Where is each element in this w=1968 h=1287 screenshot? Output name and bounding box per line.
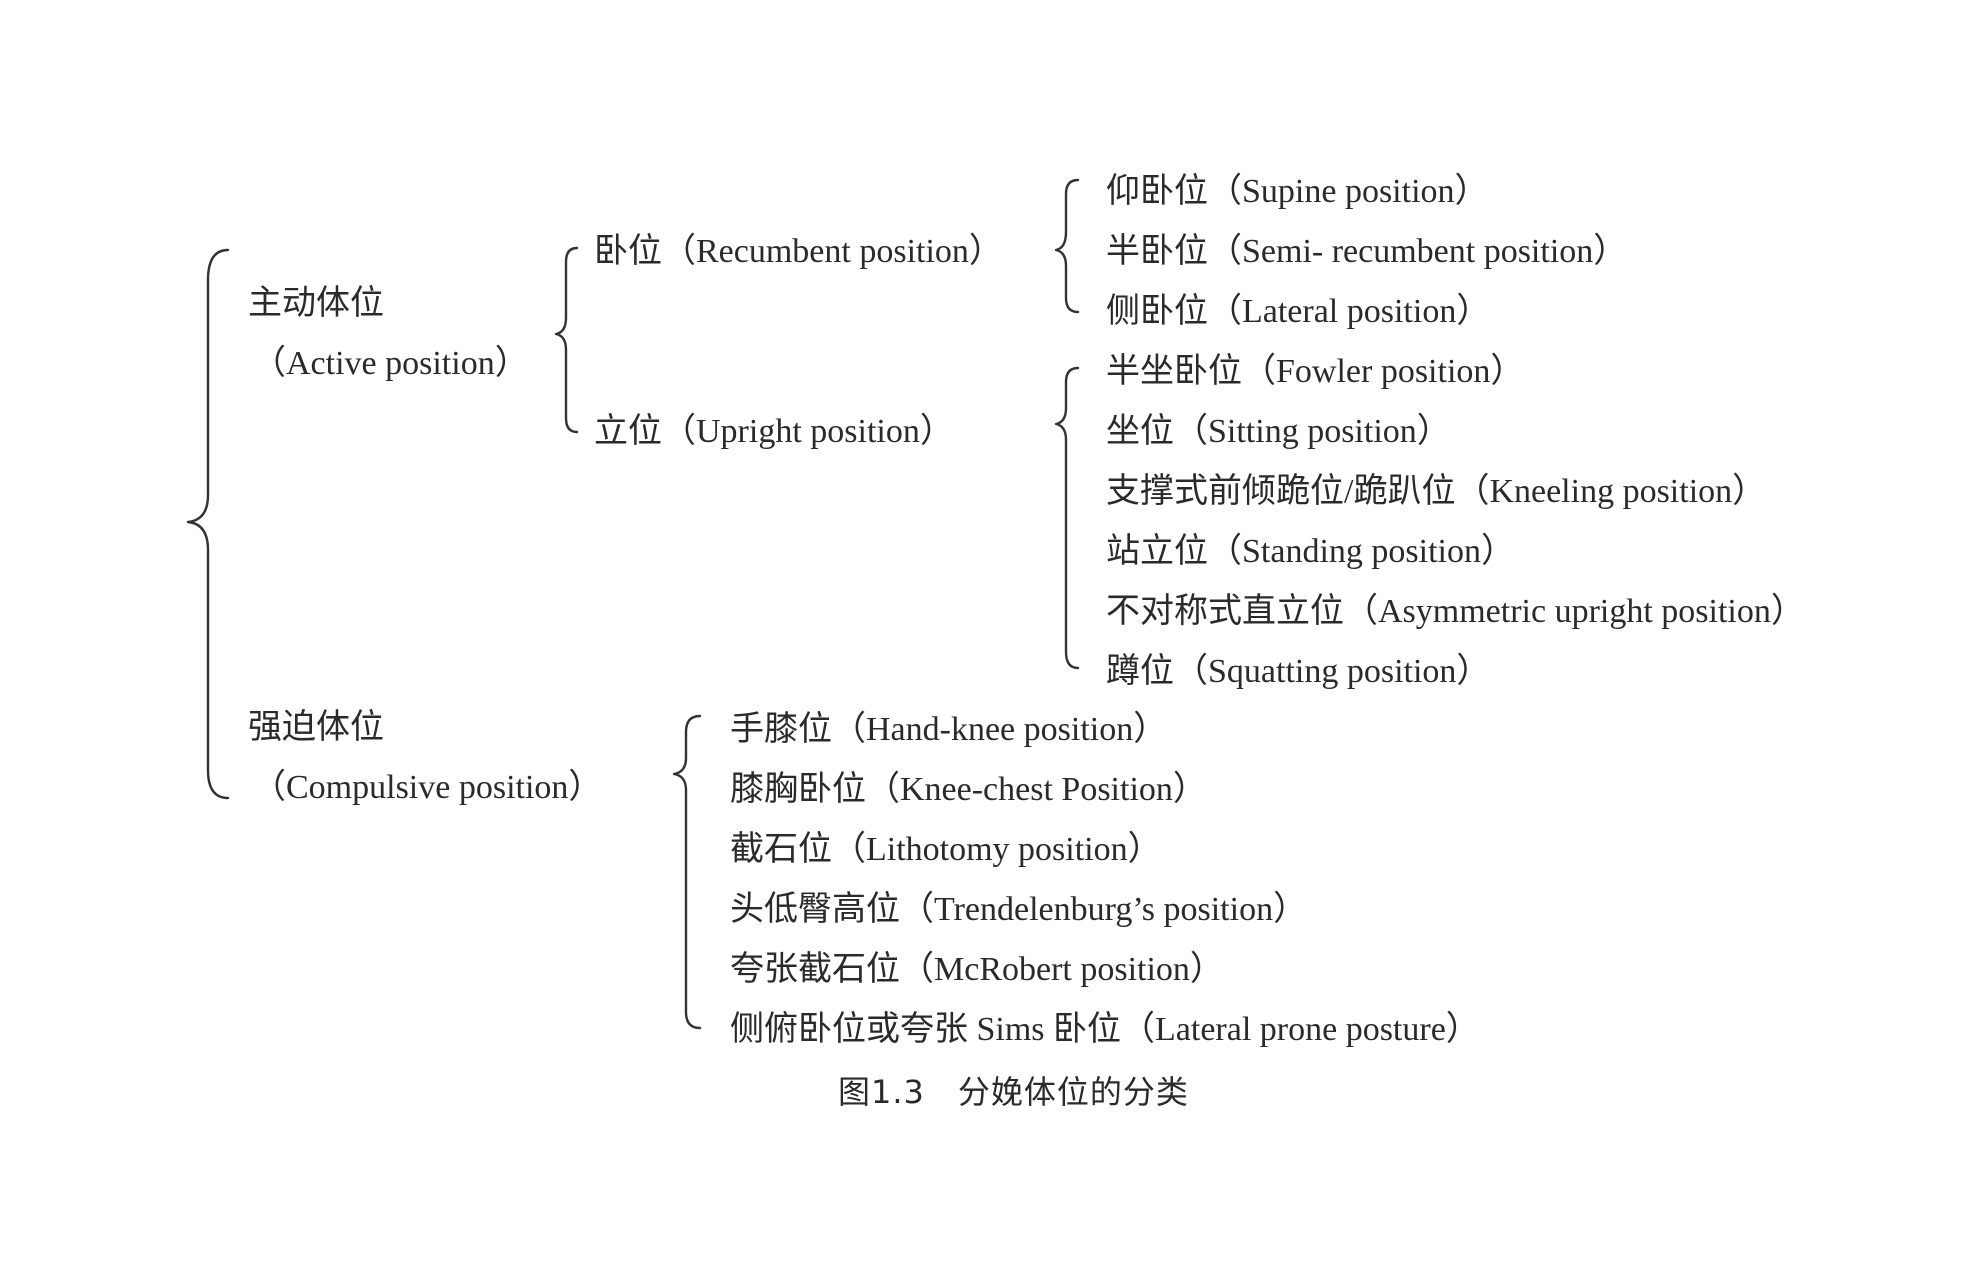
root-active-en: （Active position） <box>252 345 529 382</box>
brace-compulsive <box>672 714 702 1030</box>
leaf-lateral: 侧卧位（Lateral position） <box>1106 293 1491 330</box>
leaf-knee-chest: 膝胸卧位（Knee-chest Position） <box>730 771 1207 808</box>
leaf-mcrobert: 夸张截石位（McRobert position） <box>730 951 1224 988</box>
brace-active <box>554 246 579 434</box>
leaf-lithotomy: 截石位（Lithotomy position） <box>730 831 1162 868</box>
brace-recumbent <box>1054 178 1080 314</box>
leaf-squatting: 蹲位（Squatting position） <box>1106 653 1491 690</box>
node-upright: 立位（Upright position） <box>594 413 954 450</box>
leaf-trendelenburg: 头低臀高位（Trendelenburg’s position） <box>730 891 1308 928</box>
figure-caption: 图1.3 分娩体位的分类 <box>838 1073 1189 1111</box>
brace-upright <box>1054 366 1080 670</box>
root-active-cn: 主动体位 <box>248 285 384 322</box>
leaf-kneeling: 支撑式前倾跪位/跪趴位（Kneeling position） <box>1106 473 1767 510</box>
leaf-hand-knee: 手膝位（Hand-knee position） <box>730 711 1168 748</box>
leaf-asymmetric: 不对称式直立位（Asymmetric upright position） <box>1106 593 1805 630</box>
leaf-supine: 仰卧位（Supine position） <box>1106 173 1489 210</box>
leaf-standing: 站立位（Standing position） <box>1106 533 1515 570</box>
node-recumbent: 卧位（Recumbent position） <box>594 233 1003 270</box>
brace-root <box>186 248 230 800</box>
leaf-lateral-prone: 侧俯卧位或夸张 Sims 卧位（Lateral prone posture） <box>730 1011 1480 1048</box>
root-compulsive-cn: 强迫体位 <box>248 709 384 746</box>
leaf-sitting: 坐位（Sitting position） <box>1106 413 1451 450</box>
leaf-semi-recumbent: 半卧位（Semi- recumbent position） <box>1106 233 1628 270</box>
root-compulsive-en: （Compulsive position） <box>252 769 603 806</box>
leaf-fowler: 半坐卧位（Fowler position） <box>1106 353 1525 390</box>
